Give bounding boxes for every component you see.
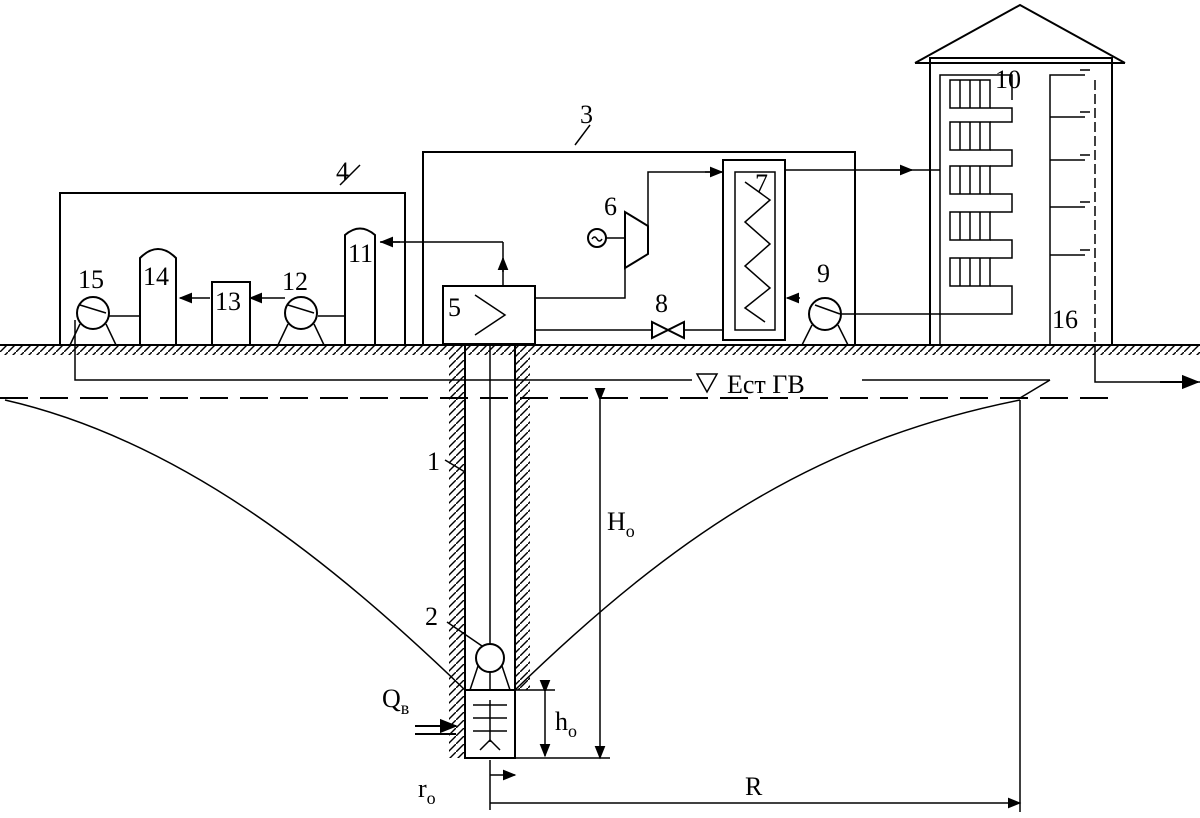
label-8: 8 [655,289,668,318]
tank-13 [211,281,251,346]
dimension-R [490,400,1022,812]
label-16: 16 [1052,305,1078,334]
groundwater-level-label: Ест ГВ [692,364,862,399]
pump-15 [69,296,117,346]
dimension-h [515,679,555,758]
label-13: 13 [215,287,241,316]
label-2: 2 [425,602,438,631]
radiators [850,74,1013,345]
dimension-H [515,387,610,760]
svg-text:Ест ГВ: Ест ГВ [727,370,805,399]
ground-surface [0,344,1200,355]
house [850,3,1200,390]
well-casing [449,345,530,690]
label-3: 3 [580,100,593,129]
valve-8 [651,320,685,340]
label-14: 14 [143,262,169,291]
boiler-7 [722,159,786,341]
label-9: 9 [817,259,830,288]
inflow-arrow [415,718,458,735]
label-H: Ho [607,507,635,541]
label-15: 15 [78,265,104,294]
pipe-return-from-house [785,292,850,315]
depression-cone [4,399,1021,691]
dimension-r [489,760,517,810]
label-1: 1 [427,447,440,476]
pump-icon [808,297,842,331]
tank-11 [344,227,376,346]
label-4: 4 [336,157,349,186]
submersible-pump [446,621,511,691]
building-3 [422,124,856,345]
pipe-loop-5-6-7 [535,166,735,331]
label-6: 6 [604,192,617,221]
pump-12 [277,296,325,346]
label-7: 7 [755,169,768,198]
hot-water-risers [1049,69,1200,390]
heat-exchanger-5 [442,285,536,345]
label-r: ro [418,774,436,808]
valve-icon [651,320,671,340]
pipe-reinjection [74,320,1051,399]
turbine-6 [587,210,649,270]
label-11: 11 [348,239,373,268]
pump-9 [801,297,849,346]
label-10: 10 [995,65,1021,94]
well-filter [449,689,516,759]
label-R: R [745,772,763,801]
label-h: ho [555,707,577,741]
tank-14 [139,248,177,346]
pipe-exchanger-to-tank11 [379,236,509,286]
label-Q: Qв [382,684,409,718]
label-12: 12 [282,267,308,296]
building-4 [59,164,406,345]
level-triangle-icon [695,373,719,394]
label-5: 5 [448,293,461,322]
